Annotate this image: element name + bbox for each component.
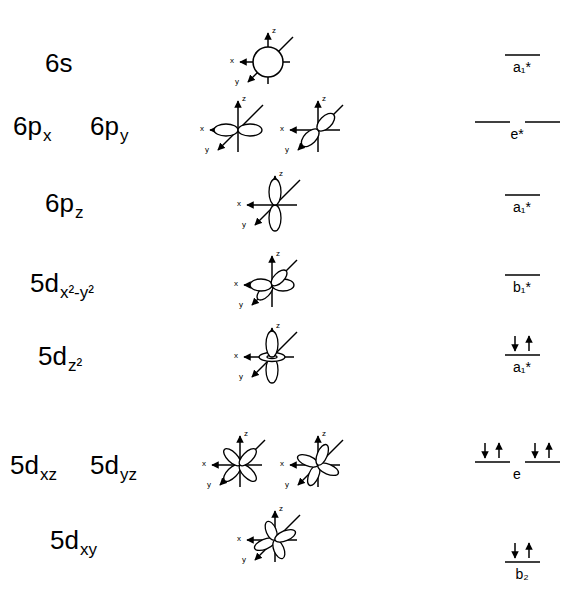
orbital-figure: [247, 511, 300, 562]
orbital-figure: [244, 256, 297, 307]
spin-arrow: [514, 336, 516, 351]
orbital-drawings: [210, 33, 343, 562]
orbital-figure: [244, 328, 297, 383]
axis-label: x: [280, 460, 284, 468]
orbital-subscript: x²-y²: [60, 284, 94, 301]
y-axis: [220, 440, 265, 485]
orbital-name: 5d: [38, 343, 67, 369]
orbital-lobe: [250, 279, 272, 291]
orbital-subscript: z²: [68, 357, 82, 374]
s-orbital: [253, 47, 283, 77]
orbital-lobe: [236, 446, 259, 469]
orbital-lobe: [273, 527, 297, 545]
y-axis: [255, 515, 300, 560]
symmetry-label: b₂: [515, 567, 528, 581]
axis-label: y: [285, 146, 289, 154]
orbital-subscript: yz: [120, 466, 137, 483]
axis-label: y: [239, 373, 243, 381]
orbital-lobe: [238, 124, 262, 136]
orbital-subscript: z: [75, 204, 84, 221]
axis-label: y: [207, 481, 211, 489]
axis-label: y: [205, 146, 209, 154]
orbital-subscript: xy: [80, 541, 97, 558]
z-axis: [237, 101, 239, 152]
orbital-subscript: xz: [40, 466, 57, 483]
axis-label: z: [322, 430, 326, 438]
orbital-name: 5d: [90, 452, 119, 478]
orbital-name: 5d: [10, 452, 39, 478]
axis-label: z: [279, 170, 283, 178]
spin-arrow: [514, 543, 516, 558]
spin-arrow: [548, 443, 550, 458]
axis-label: z: [244, 430, 248, 438]
axis-label: x: [280, 125, 284, 133]
axis-label: z: [272, 27, 276, 35]
axis-label: y: [285, 481, 289, 489]
spin-arrow: [534, 443, 536, 458]
spin-arrow: [484, 443, 486, 458]
x-axis: [244, 356, 294, 358]
orbital-lobe: [269, 205, 281, 231]
spin-arrow: [498, 443, 500, 458]
spin-arrow: [528, 336, 530, 351]
orbital-name: 6p: [13, 113, 42, 139]
energy-levels: [475, 55, 560, 562]
orbital-subscript: y: [120, 127, 129, 144]
orbital-figure: [290, 436, 343, 487]
orbital-figure: [240, 33, 293, 84]
symmetry-label: a₁*: [513, 60, 531, 74]
axis-label: y: [235, 78, 239, 86]
orbital-lobe: [313, 443, 331, 467]
axis-label: y: [242, 221, 246, 229]
axis-label: x: [230, 57, 234, 65]
orbital-lobe: [314, 110, 338, 134]
orbital-name: 5d: [30, 270, 59, 296]
symmetry-label: e: [513, 467, 521, 481]
axis-label: z: [279, 505, 283, 513]
axis-label: z: [276, 322, 280, 330]
orbital-name: 5d: [50, 527, 79, 553]
x-axis: [247, 204, 297, 206]
orbital-lobe: [268, 267, 289, 288]
orbital-subscript: x: [43, 127, 52, 144]
y-axis: [248, 37, 293, 82]
orbital-name: 6s: [45, 50, 72, 76]
orbital-lobe: [214, 124, 238, 136]
spin-arrow: [528, 543, 530, 558]
axis-label: x: [234, 352, 238, 360]
axis-label: z: [322, 95, 326, 103]
symmetry-label: b₁*: [513, 280, 531, 294]
orbital-figure: [290, 101, 343, 152]
symmetry-label: a₁*: [513, 360, 531, 374]
electron-spins: [485, 336, 549, 558]
axis-label: x: [200, 125, 204, 133]
axis-label: z: [242, 95, 246, 103]
axis-label: y: [239, 301, 243, 309]
orbital-figure: [210, 101, 263, 152]
axis-label: x: [237, 200, 241, 208]
orbital-name: 6p: [45, 190, 74, 216]
y-axis: [298, 105, 343, 150]
axis-label: x: [237, 535, 241, 543]
axis-label: y: [242, 556, 246, 564]
axis-label: z: [276, 250, 280, 258]
axis-label: x: [202, 460, 206, 468]
orbital-lobe: [266, 331, 278, 357]
symmetry-label: e*: [510, 127, 523, 141]
axis-label: x: [234, 280, 238, 288]
orbital-lobe: [269, 179, 281, 205]
orbital-figure: [247, 176, 300, 231]
orbital-name: 6p: [90, 113, 119, 139]
orbital-figure: [212, 436, 265, 487]
symmetry-label: a₁*: [513, 200, 531, 214]
